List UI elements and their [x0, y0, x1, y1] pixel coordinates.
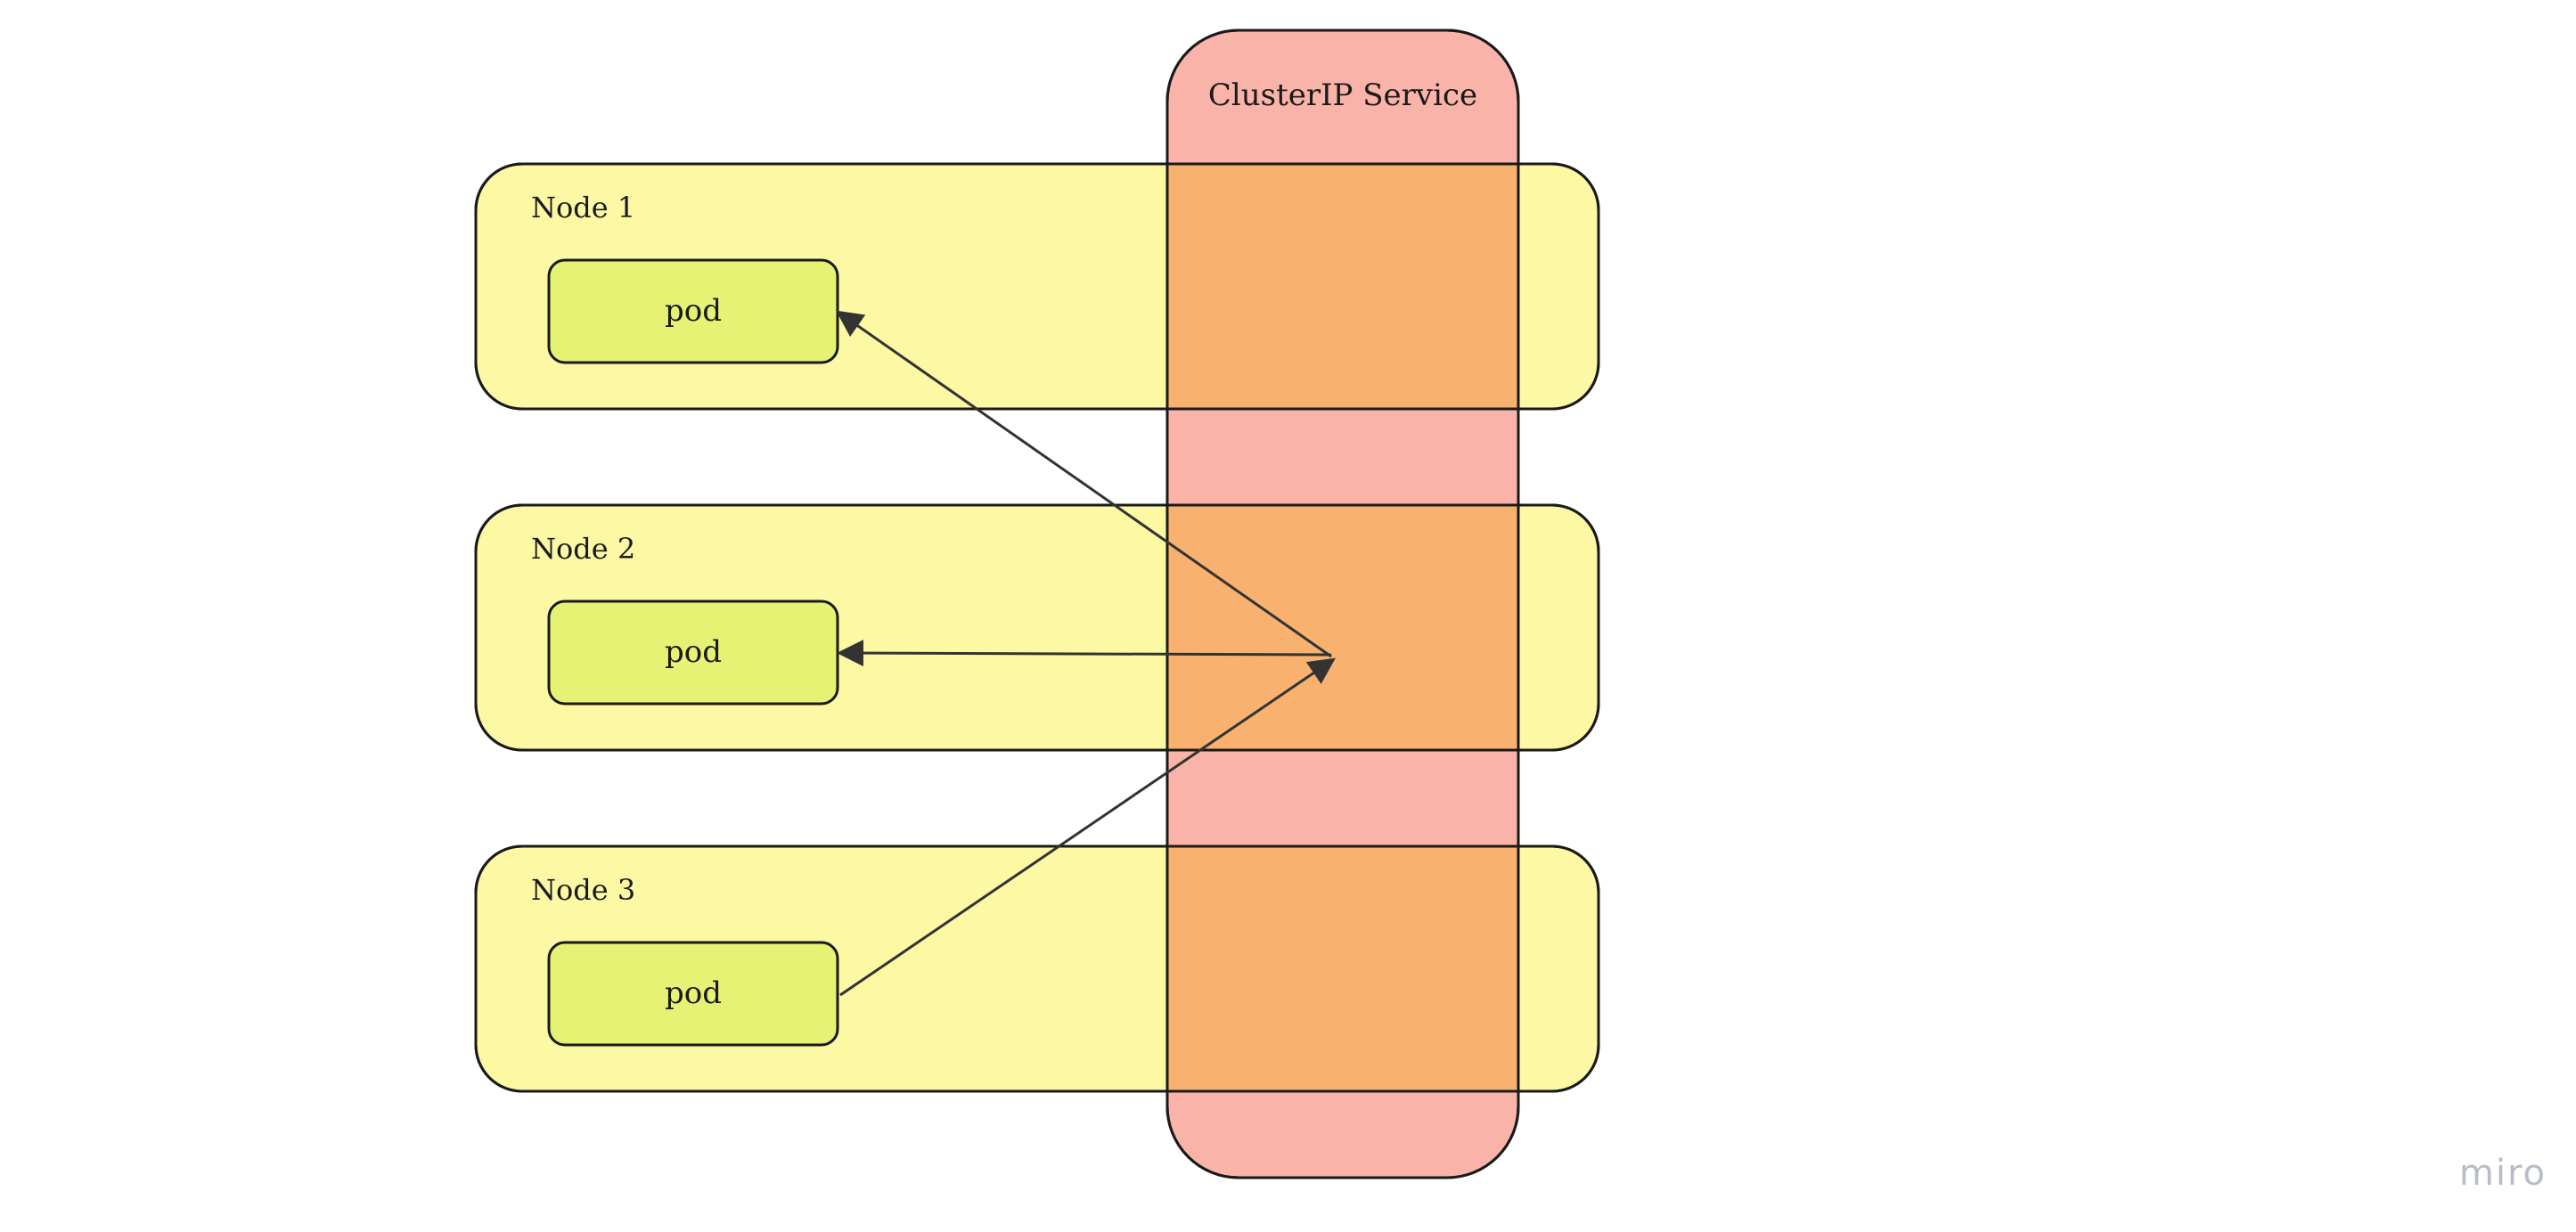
- arrow-node-3-pod-to-service: [839, 657, 1336, 997]
- node-1-service-overlap: [1167, 164, 1518, 409]
- node-2-service-overlap: [1167, 505, 1518, 750]
- miro-watermark: miro: [2459, 1153, 2547, 1194]
- node-2-group: Node 2 pod: [474, 503, 1600, 752]
- node-2-label: Node 2: [531, 532, 635, 566]
- node-3-label: Node 3: [531, 873, 635, 907]
- node-3-group: Node 3 pod: [474, 844, 1600, 1093]
- node-1-outline: [474, 162, 1600, 411]
- arrow-service-to-node-1-pod: [836, 310, 1332, 658]
- node-1-pod-label: pod: [665, 293, 722, 329]
- node-2-pod-label: pod: [665, 634, 722, 670]
- node-3-pod[interactable]: [547, 941, 839, 1047]
- node-3-pod-label: pod: [665, 975, 722, 1011]
- clusterip-service-label: ClusterIP Service: [1208, 78, 1477, 113]
- clusterip-service-outline: [1165, 29, 1520, 1179]
- node-3-outline: [474, 844, 1600, 1093]
- node-3-service-overlap: [1167, 846, 1518, 1091]
- node-2-outline: [474, 503, 1600, 752]
- arrow-service-to-node-2-pod: [837, 640, 1332, 667]
- node-1-group: Node 1 pod: [474, 162, 1600, 411]
- node-1-label: Node 1: [531, 191, 635, 224]
